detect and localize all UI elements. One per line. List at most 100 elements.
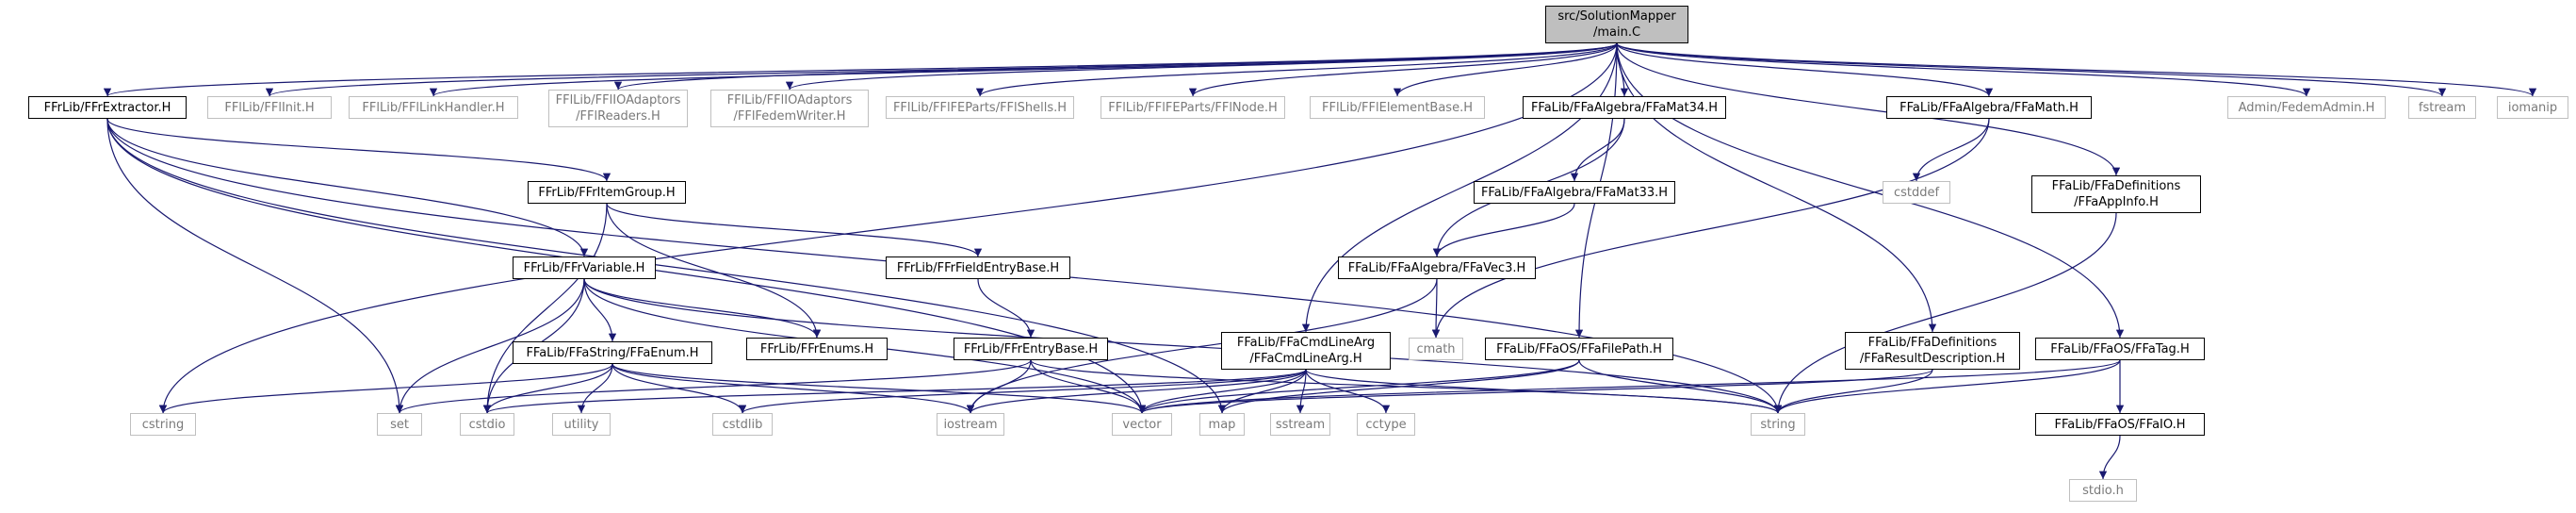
node-ffr-extractor[interactable]: FFrLib/FFrExtractor.H — [28, 96, 187, 119]
edge-main-to-ffl_linkhandler — [430, 42, 1618, 97]
node-ffa-mat34[interactable]: FFaLib/FFaAlgebra/FFaMat34.H — [1523, 96, 1726, 119]
node-ffa-cmdlinearg[interactable]: FFaLib/FFaCmdLineArg/FFaCmdLineArg.H — [1221, 332, 1391, 370]
node-cmath[interactable]: cmath — [1409, 338, 1463, 360]
edge-ffa_enum-to-cstdlib — [611, 363, 747, 414]
edge-ffa_math-to-cstddef — [1912, 118, 1990, 182]
node-cstddef[interactable]: cstddef — [1883, 181, 1950, 204]
node-ffr-itemgroup[interactable]: FFrLib/FFrItemGroup.H — [528, 181, 686, 204]
edge-ffa_enum-to-cstdio — [482, 363, 613, 414]
node-cstdlib[interactable]: cstdlib — [712, 413, 773, 436]
node-ffl-readers[interactable]: FFlLib/FFlIOAdaptors/FFlReaders.H — [548, 90, 688, 127]
node-label: stdio.h — [2082, 483, 2124, 498]
node-set[interactable]: set — [377, 413, 422, 436]
node-label: cstddef — [1893, 185, 1940, 200]
node-label: cstdio — [468, 417, 506, 432]
node-label: Admin/FedemAdmin.H — [2238, 100, 2375, 115]
node-label: cctype — [1365, 417, 1407, 432]
edge-ffa_filepath-to-vector — [1137, 359, 1580, 414]
node-iomanip[interactable]: iomanip — [2497, 96, 2568, 119]
node-ffa-mat33[interactable]: FFaLib/FFaAlgebra/FFaMat33.H — [1474, 181, 1675, 204]
node-iostream[interactable]: iostream — [937, 413, 1004, 436]
edge-main-to-fedemadmin — [1616, 42, 2310, 97]
node-label: /FFlReaders.H — [576, 109, 660, 124]
node-vector[interactable]: vector — [1112, 413, 1172, 436]
node-ffr-enums[interactable]: FFrLib/FFrEnums.H — [746, 338, 888, 360]
node-label: FFlLib/FFlIOAdaptors — [555, 93, 681, 108]
edge-ffr_extractor-to-ffr_itemgroup — [106, 118, 611, 182]
node-ffl-linkhandler[interactable]: FFlLib/FFlLinkHandler.H — [349, 96, 518, 119]
node-ffl-shells[interactable]: FFlLib/FFlFEParts/FFlShells.H — [886, 96, 1074, 119]
edge-main-to-ffl_node — [1188, 42, 1618, 97]
edge-main-to-ffl_fedemwriter — [786, 42, 1618, 91]
edge-ffr_itemgroup-to-ffr_enums — [606, 203, 822, 339]
node-label: /FFaCmdLineArg.H — [1249, 352, 1362, 366]
node-label: FFaLib/FFaAlgebra/FFaMat33.H — [1480, 185, 1669, 200]
node-map[interactable]: map — [1199, 413, 1245, 436]
node-label: FFlLib/FFlFEParts/FFlNode.H — [1108, 100, 1278, 115]
node-stdio-h[interactable]: stdio.h — [2069, 479, 2137, 502]
node-label: FFaLib/FFaString/FFaEnum.H — [526, 345, 699, 360]
node-ffl-elementbase[interactable]: FFlLib/FFlElementBase.H — [1310, 96, 1485, 119]
edge-ffr_fieldentrybase-to-ffr_entrybase — [977, 278, 1035, 339]
node-label: src/SolutionMapper — [1557, 9, 1676, 24]
edge-ffa_enum-to-iostream — [611, 363, 975, 414]
node-label: /FFlFedemWriter.H — [733, 109, 846, 124]
node-fedemadmin[interactable]: Admin/FedemAdmin.H — [2227, 96, 2386, 119]
node-ffr-variable[interactable]: FFrLib/FFrVariable.H — [513, 256, 656, 279]
node-label: FFrLib/FFrExtractor.H — [43, 100, 171, 115]
node-cctype[interactable]: cctype — [1357, 413, 1415, 436]
node-main[interactable]: src/SolutionMapper/main.C — [1545, 6, 1688, 43]
node-label: FFrLib/FFrFieldEntryBase.H — [896, 260, 1060, 275]
node-ffr-entrybase[interactable]: FFrLib/FFrEntryBase.H — [954, 338, 1108, 360]
node-ffa-io[interactable]: FFaLib/FFaOS/FFaIO.H — [2035, 413, 2205, 436]
node-label: FFaLib/FFaOS/FFaIO.H — [2054, 417, 2186, 432]
node-ffa-tag[interactable]: FFaLib/FFaOS/FFaTag.H — [2035, 338, 2205, 360]
edge-ffr_variable-to-set — [395, 278, 585, 414]
node-ffa-resultdesc[interactable]: FFaLib/FFaDefinitions/FFaResultDescripti… — [1845, 332, 2020, 370]
node-ffl-init[interactable]: FFlLib/FFlInit.H — [207, 96, 332, 119]
node-ffa-enum[interactable]: FFaLib/FFaString/FFaEnum.H — [513, 341, 712, 364]
edge-ffa_cmdlinearg-to-cstdlib — [739, 369, 1307, 414]
node-cstring[interactable]: cstring — [130, 413, 196, 436]
node-cstdio[interactable]: cstdio — [460, 413, 514, 436]
node-ffa-filepath[interactable]: FFaLib/FFaOS/FFaFilePath.H — [1485, 338, 1673, 360]
node-ffa-math[interactable]: FFaLib/FFaAlgebra/FFaMath.H — [1886, 96, 2092, 119]
edge-ffa_resultdesc-to-vector — [1138, 369, 1933, 414]
node-fstream[interactable]: fstream — [2408, 96, 2476, 119]
edge-ffa_filepath-to-map — [1217, 359, 1580, 414]
edge-ffa_enum-to-cstring — [158, 363, 613, 414]
edge-ffr_variable-to-ffr_enums — [583, 278, 822, 339]
edge-ffr_extractor-to-map — [106, 118, 1227, 414]
edge-ffr_variable-to-string — [583, 278, 1783, 414]
node-utility[interactable]: utility — [552, 413, 611, 436]
node-ffl-node[interactable]: FFlLib/FFlFEParts/FFlNode.H — [1101, 96, 1285, 119]
edge-ffr_entrybase-to-vector — [1030, 359, 1147, 414]
edge-main-to-ffa_appinfo — [1616, 42, 2121, 176]
node-ffr-fieldentrybase[interactable]: FFrLib/FFrFieldEntryBase.H — [886, 256, 1070, 279]
edge-ffa_cmdlinearg-to-sstream — [1296, 369, 1307, 414]
edge-ffa_mat34-to-ffa_mat33 — [1570, 118, 1625, 182]
node-label: FFlLib/FFlInit.H — [224, 100, 315, 115]
node-label: FFaLib/FFaDefinitions — [2051, 179, 2181, 193]
node-label: /FFaAppInfo.H — [2074, 195, 2159, 209]
edge-ffr_entrybase-to-set — [396, 359, 1032, 414]
node-label: cstdlib — [722, 417, 763, 432]
node-label: FFlLib/FFlElementBase.H — [1321, 100, 1473, 115]
node-string[interactable]: string — [1751, 413, 1805, 436]
node-sstream[interactable]: sstream — [1270, 413, 1330, 436]
node-label: /main.C — [1592, 25, 1641, 40]
node-label: FFrLib/FFrItemGroup.H — [538, 185, 676, 200]
node-label: FFrLib/FFrEnums.H — [759, 341, 874, 356]
node-label: cstring — [141, 417, 185, 432]
node-label: FFlLib/FFlIOAdaptors — [726, 93, 853, 108]
node-label: sstream — [1275, 417, 1326, 432]
node-ffa-appinfo[interactable]: FFaLib/FFaDefinitions/FFaAppInfo.H — [2031, 175, 2201, 213]
node-ffl-fedemwriter[interactable]: FFlLib/FFlIOAdaptors/FFlFedemWriter.H — [710, 90, 869, 127]
node-ffa-vec3[interactable]: FFaLib/FFaAlgebra/FFaVec3.H — [1338, 256, 1536, 279]
node-label: FFrLib/FFrVariable.H — [523, 260, 645, 275]
node-label: FFaLib/FFaAlgebra/FFaVec3.H — [1347, 260, 1526, 275]
edge-ffa_math-to-cmath — [1431, 118, 1990, 339]
edge-ffa_enum-to-vector — [611, 363, 1147, 414]
edge-ffa_tag-to-vector — [1138, 359, 2121, 414]
